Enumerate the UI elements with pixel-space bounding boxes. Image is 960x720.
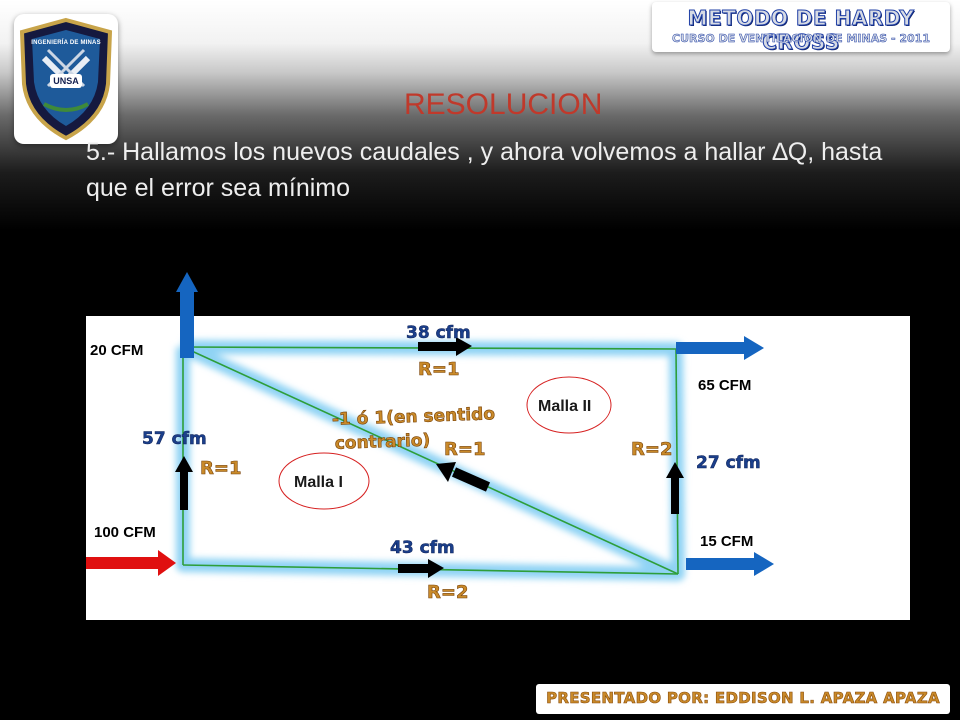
arrow-flow-left [175,456,193,510]
flow-label-bottom-right: 15 CFM [700,533,753,550]
arrow-flow-diagonal [436,462,491,492]
presenter-footer: PRESENTADO POR: EDDISON L. APAZA APAZA [536,684,950,714]
branch-top-resistance: R=1 [418,359,459,380]
arrow-flow-top [418,337,472,356]
branch-diagonal-flow-line1: -1 ó 1(en sentido [332,404,496,430]
branch-bottom-flow: 43 cfm [390,538,455,558]
mesh-ellipse-1 [278,452,370,510]
flow-label-top-right: 65 CFM [698,377,751,394]
mesh-label-1: Malla I [294,474,343,491]
banner-subtitle: CURSO DE VENTILACION DE MINAS - 2011 [672,32,930,46]
university-logo: INGENIERÍA DE MINAS UNSA [14,14,118,144]
branch-right-flow: 27 cfm [696,453,761,473]
presenter-text: PRESENTADO POR: EDDISON L. APAZA APAZA [546,689,940,708]
arrow-out-top-right [676,336,764,360]
flow-label-bottom-left: 100 CFM [94,524,156,541]
arrow-up-top-left [176,272,198,358]
branch-diagonal-flow-line2: contrario) [334,431,430,454]
branch-right [675,348,679,575]
branch-left-flow: 57 cfm [142,429,207,449]
branch-left-resistance: R=1 [200,458,241,479]
banner-title: METODO DE HARDY CROSS [687,6,915,55]
arrow-flow-bottom [398,559,444,578]
course-banner: METODO DE HARDY CROSS CURSO DE VENTILACI… [652,2,950,55]
slide-body-text: 5.- Hallamos los nuevos caudales , y aho… [86,138,883,202]
branch-diagonal-resistance: R=1 [444,439,485,460]
arrow-in-bottom-left [86,550,176,576]
branch-diagonal [182,346,679,575]
logo-text-top: INGENIERÍA DE MINAS [31,40,101,46]
arrow-flow-right [666,462,684,514]
branch-top-flow: 38 cfm [406,323,471,343]
arrow-out-bottom-right [686,552,774,576]
flow-label-top-left: 20 CFM [90,342,143,359]
mesh-label-2: Malla II [538,398,591,415]
mesh-ellipse-2 [526,376,612,434]
slide-title: RESOLUCION [404,88,603,121]
logo-text-center: UNSA [53,76,79,86]
branch-right-resistance: R=2 [631,439,672,460]
branch-bottom-resistance: R=2 [427,582,468,603]
